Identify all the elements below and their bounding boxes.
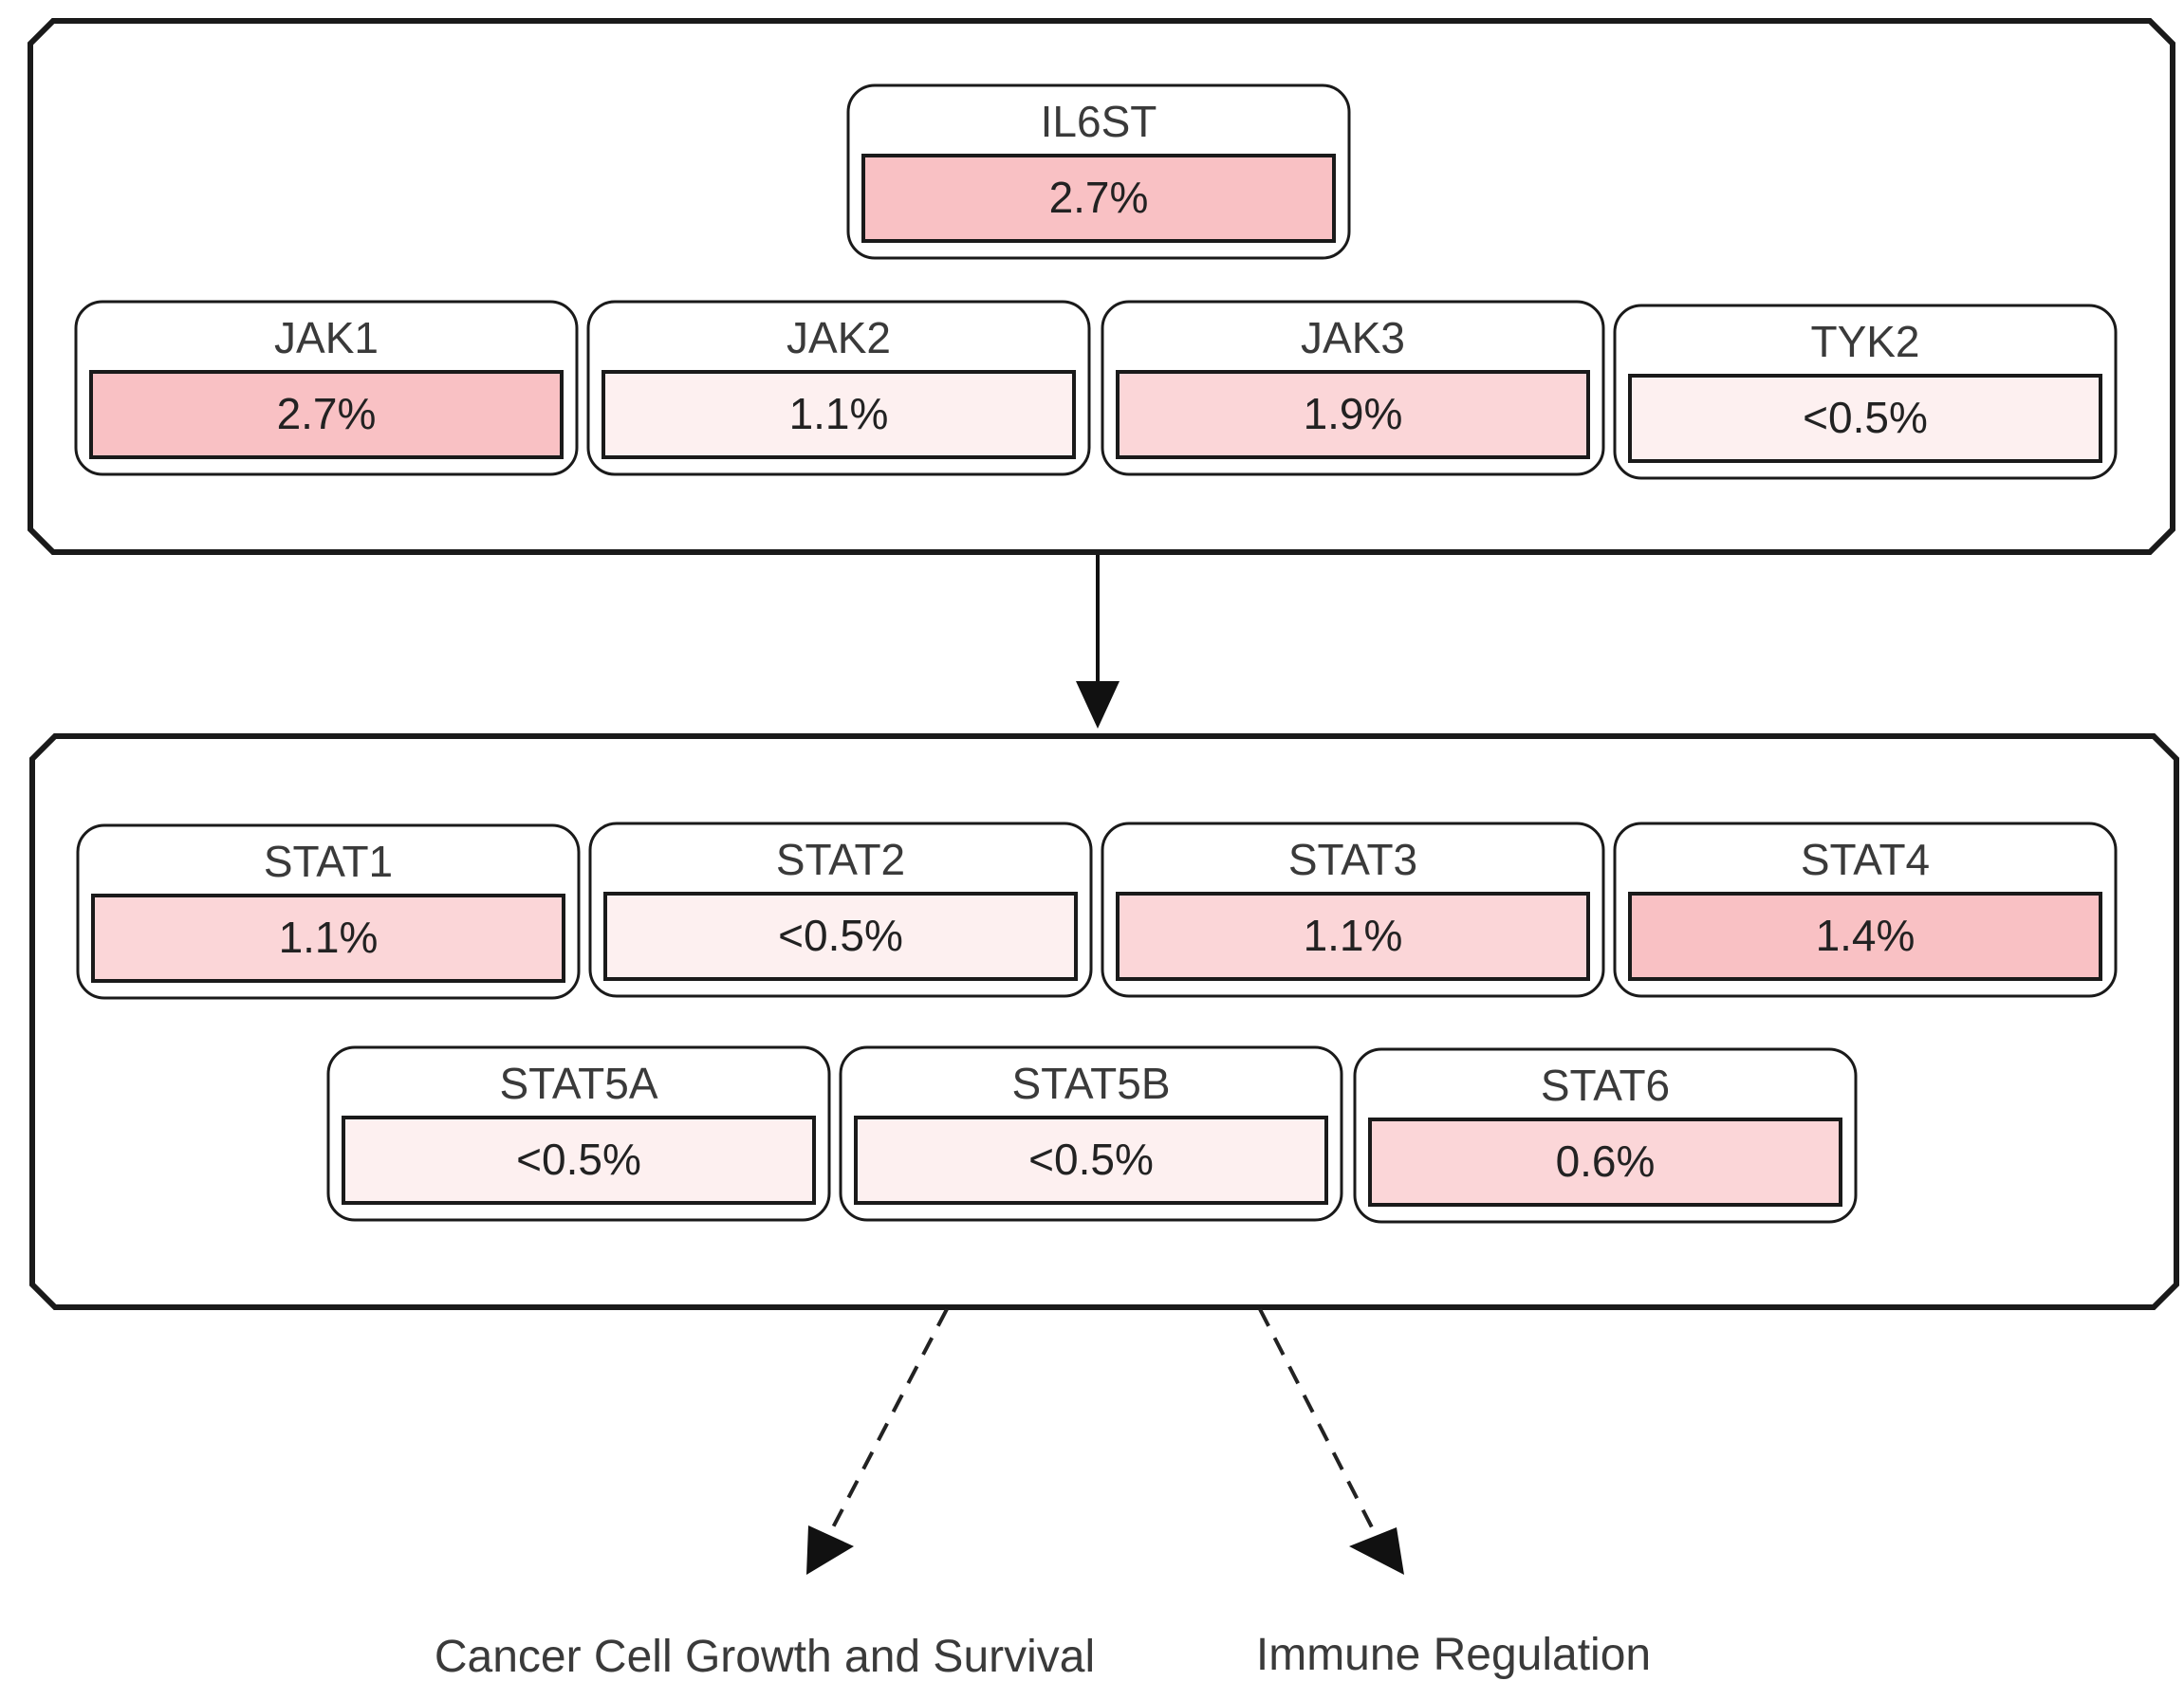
outcome-growth-label: Cancer Cell Growth and Survival xyxy=(435,1632,1095,1682)
gene-node-stat5b: STAT5B <0.5% xyxy=(839,1045,1343,1222)
gene-node-jak2: JAK2 1.1% xyxy=(586,300,1091,476)
alteration-frequency: <0.5% xyxy=(516,1135,641,1184)
gene-node-stat1: STAT1 1.1% xyxy=(76,823,581,1000)
frequency-box xyxy=(861,154,1336,243)
alteration-frequency: 1.4% xyxy=(1816,911,1916,960)
frequency-box xyxy=(854,1116,1328,1205)
frequency-box xyxy=(1116,370,1590,459)
alteration-frequency: <0.5% xyxy=(778,911,903,960)
gene-node-jak3: JAK3 1.9% xyxy=(1101,300,1605,476)
alteration-frequency: 1.9% xyxy=(1304,389,1403,438)
gene-name: STAT2 xyxy=(776,835,905,884)
frequency-box xyxy=(1628,374,2102,463)
gene-name: JAK1 xyxy=(274,313,379,362)
gene-node-stat4: STAT4 1.4% xyxy=(1613,822,2118,998)
alteration-frequency: 0.6% xyxy=(1556,1136,1656,1186)
growth-arrow xyxy=(806,1308,949,1575)
lower-group-frame xyxy=(29,733,2179,1310)
alteration-frequency: <0.5% xyxy=(1803,393,1928,442)
gene-node-stat6: STAT6 0.6% xyxy=(1353,1047,1858,1224)
immune-arrow xyxy=(1258,1308,1404,1575)
frequency-box xyxy=(1368,1118,1842,1207)
outcome-immune-label: Immune Regulation xyxy=(1256,1630,1651,1680)
gene-node-tyk2: TYK2 <0.5% xyxy=(1613,304,2118,480)
gene-node-jak1: JAK1 2.7% xyxy=(74,300,579,476)
frequency-box xyxy=(603,892,1078,981)
alteration-frequency: <0.5% xyxy=(1028,1135,1154,1184)
gene-node-il6st: IL6ST 2.7% xyxy=(846,83,1351,260)
gene-name: STAT6 xyxy=(1541,1061,1670,1110)
gene-name: STAT5B xyxy=(1012,1059,1171,1108)
alteration-frequency: 1.1% xyxy=(1304,911,1403,960)
gene-node-stat2: STAT2 <0.5% xyxy=(588,822,1093,998)
frequency-box xyxy=(342,1116,816,1205)
gene-node-stat3: STAT3 1.1% xyxy=(1101,822,1605,998)
alteration-frequency: 2.7% xyxy=(277,389,377,438)
alteration-frequency: 1.1% xyxy=(789,389,889,438)
gene-node-stat5a: STAT5A <0.5% xyxy=(326,1045,831,1222)
frequency-box xyxy=(1628,892,2102,981)
alteration-frequency: 1.1% xyxy=(279,913,379,962)
gene-name: STAT1 xyxy=(264,837,393,886)
frequency-box xyxy=(89,370,564,459)
gene-name: IL6ST xyxy=(1041,97,1157,146)
gene-nodes: IL6ST 2.7% JAK1 2.7% JAK2 1.1% JAK3 1.9% TYK2 <0.… xyxy=(74,83,2118,1224)
frequency-box xyxy=(602,370,1076,459)
gene-name: STAT5A xyxy=(500,1059,658,1108)
frequency-box xyxy=(1116,892,1590,981)
gene-name: JAK2 xyxy=(787,313,891,362)
activation-arrow xyxy=(1076,555,1120,729)
gene-name: TYK2 xyxy=(1810,317,1919,366)
gene-name: STAT4 xyxy=(1801,835,1930,884)
alteration-frequency: 2.7% xyxy=(1049,173,1149,222)
gene-name: JAK3 xyxy=(1301,313,1405,362)
gene-name: STAT3 xyxy=(1288,835,1417,884)
frequency-box xyxy=(91,894,565,983)
